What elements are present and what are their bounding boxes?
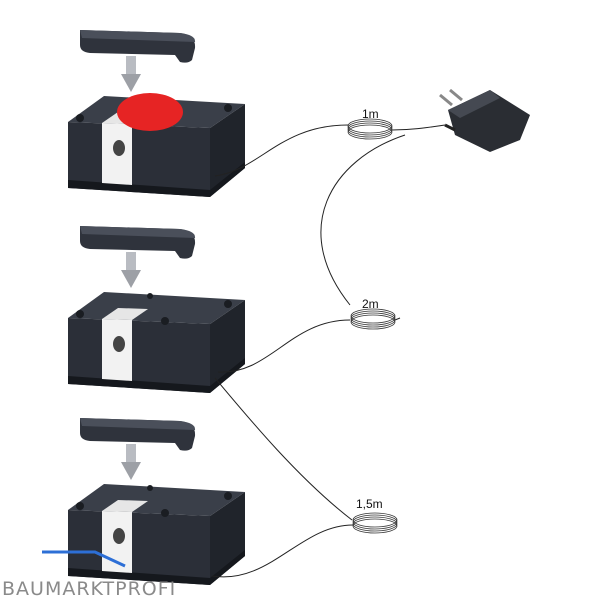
power-adapter-icon — [439, 88, 530, 152]
cable-coil-2 — [350, 308, 396, 330]
cable-length-label-3: 1,5m — [356, 497, 383, 511]
lock-unit-1 — [68, 30, 245, 197]
cable-length-label-2: 2m — [362, 297, 379, 311]
watermark-logo-line — [42, 550, 126, 568]
highlight-marker — [117, 93, 183, 131]
cable-length-label-1: 1m — [362, 107, 379, 121]
lock-unit-3 — [68, 418, 245, 585]
cables — [211, 124, 446, 578]
lock-unit-2 — [68, 226, 245, 393]
watermark: BAUMARKTPROFI — [2, 578, 177, 600]
cable-coil-3 — [352, 512, 398, 534]
cable-coil-1 — [347, 118, 393, 140]
